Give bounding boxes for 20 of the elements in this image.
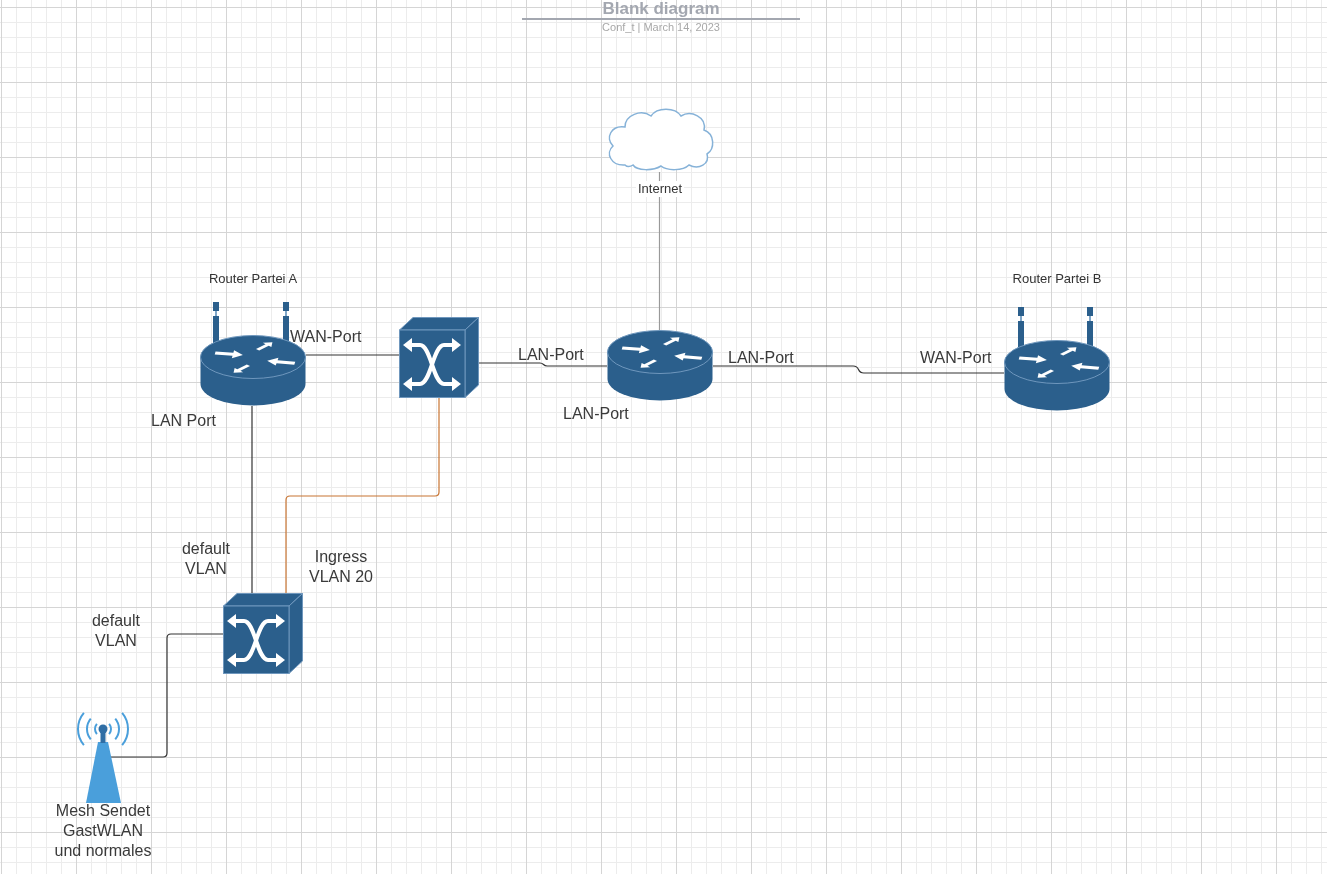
port-label: LAN-Port [518,345,584,365]
edge-label: Internet [635,181,685,197]
port-label: WAN-Port [920,348,992,368]
port-label: LAN-Port [728,348,794,368]
connection-line [712,365,1005,374]
port-label: LAN Port [151,411,216,431]
device-label: Router Partei B [1012,270,1102,288]
author-date-text: Conf_t | March 14, 2023 [601,21,721,34]
connection-line [305,354,400,356]
diagram-title: Blank diagram [522,0,800,20]
connection-line [251,405,253,594]
vlan-label: default VLAN [90,611,141,651]
port-label: LAN-Port [563,404,629,424]
connection-line [285,397,440,594]
device-label: Mesh Sendet GastWLAN und normales [53,801,153,861]
connection-line [478,362,608,367]
vlan-label: Ingress VLAN 20 [307,547,374,587]
device-label: Router Partei A [208,270,298,288]
port-label: WAN-Port [290,327,362,347]
vlan-label: default VLAN [180,539,231,579]
